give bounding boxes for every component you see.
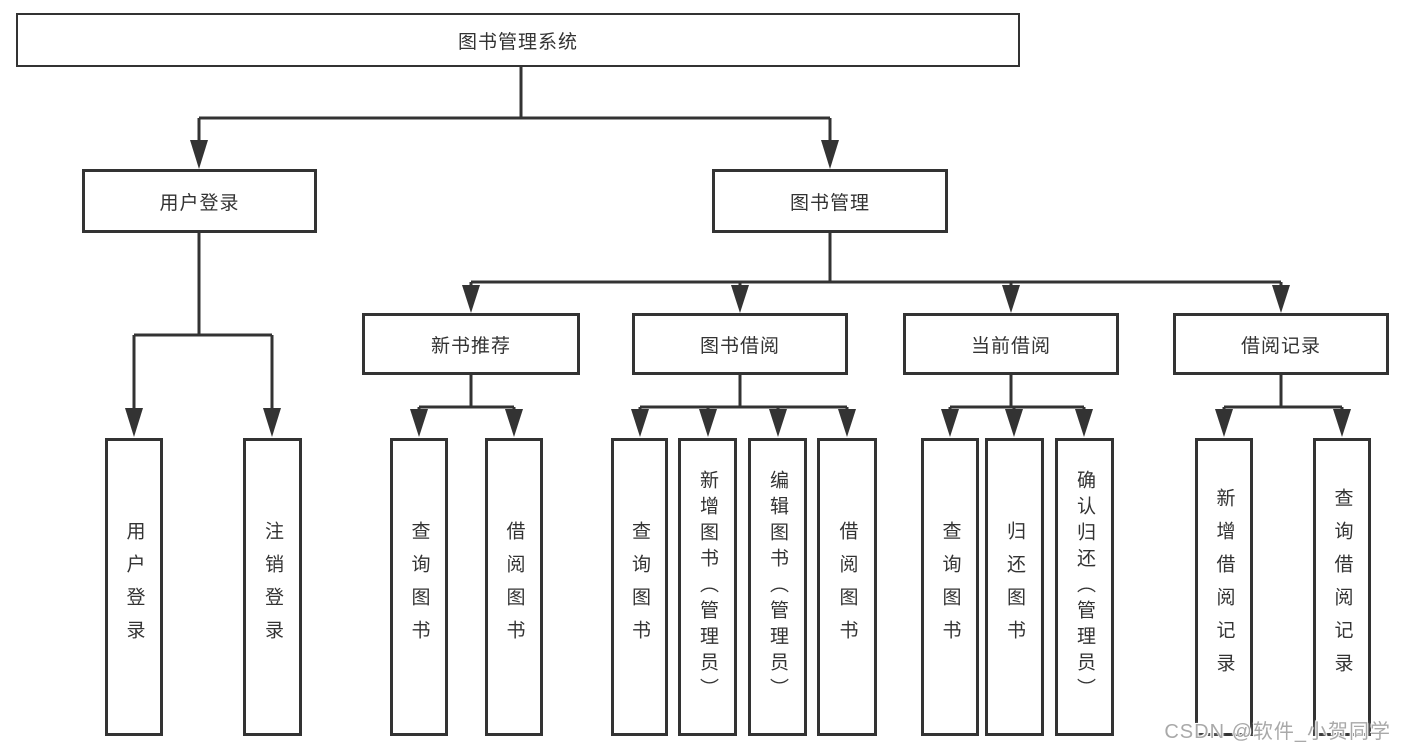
node-book-management: 图书管理 xyxy=(712,169,948,233)
node-label: 确认归还（管理员） xyxy=(1074,470,1095,704)
node-label: 查询借阅记录 xyxy=(1331,488,1353,686)
node-label: 图书借阅 xyxy=(699,335,780,357)
node-label: 图书管理 xyxy=(789,192,870,214)
leaf-add-borrow-record: 新增借阅记录 xyxy=(1195,438,1253,736)
node-label: 新书推荐 xyxy=(430,335,511,357)
node-label: 用户登录 xyxy=(123,521,145,653)
root-node: 图书管理系统 xyxy=(16,13,1020,67)
node-user-login: 用户登录 xyxy=(82,169,317,233)
watermark: CSDN @软件_小贺同学 xyxy=(1164,721,1391,743)
node-borrow-records: 借阅记录 xyxy=(1173,313,1389,375)
node-book-borrow: 图书借阅 xyxy=(632,313,848,375)
node-label: 借阅图书 xyxy=(836,521,858,653)
node-label: 借阅图书 xyxy=(503,521,525,653)
node-label: 新增借阅记录 xyxy=(1213,488,1235,686)
leaf-user-login: 用户登录 xyxy=(105,438,163,736)
leaf-borrow-books-recommend: 借阅图书 xyxy=(485,438,543,736)
leaf-query-borrow-record: 查询借阅记录 xyxy=(1313,438,1371,736)
leaf-query-books-borrow: 查询图书 xyxy=(611,438,668,736)
node-label: 查询图书 xyxy=(408,521,430,653)
node-new-book-recommend: 新书推荐 xyxy=(362,313,580,375)
node-label: 用户登录 xyxy=(159,192,240,214)
node-label: 查询图书 xyxy=(939,521,961,653)
leaf-borrow-books: 借阅图书 xyxy=(817,438,877,736)
node-label: 查询图书 xyxy=(629,521,650,653)
leaf-add-books-admin: 新增图书（管理员） xyxy=(678,438,737,736)
leaf-return-books: 归还图书 xyxy=(985,438,1044,736)
leaf-edit-books-admin: 编辑图书（管理员） xyxy=(748,438,807,736)
node-label: 归还图书 xyxy=(1004,521,1025,653)
node-label: 当前借阅 xyxy=(970,335,1051,357)
node-current-borrow: 当前借阅 xyxy=(903,313,1119,375)
node-label: 注销登录 xyxy=(262,521,283,653)
node-label: 新增图书（管理员） xyxy=(697,470,718,704)
node-label: 图书管理系统 xyxy=(457,31,578,53)
leaf-confirm-return-admin: 确认归还（管理员） xyxy=(1055,438,1114,736)
leaf-query-books-current: 查询图书 xyxy=(921,438,979,736)
node-label: 借阅记录 xyxy=(1240,335,1321,357)
leaf-logout: 注销登录 xyxy=(243,438,302,736)
node-label: 编辑图书（管理员） xyxy=(767,470,788,704)
leaf-query-books-recommend: 查询图书 xyxy=(390,438,448,736)
